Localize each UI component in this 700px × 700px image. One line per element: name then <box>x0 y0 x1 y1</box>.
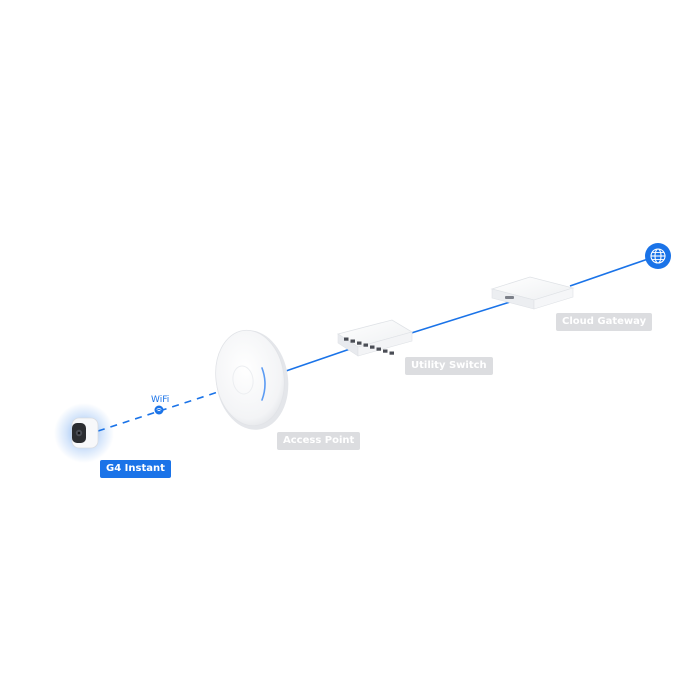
utility-switch-label[interactable]: Utility Switch <box>405 357 493 375</box>
cloud-gateway-label[interactable]: Cloud Gateway <box>556 313 653 331</box>
access-point-label[interactable]: Access Point <box>277 432 361 450</box>
cloud-gateway-device[interactable] <box>490 276 575 310</box>
wifi-icon <box>154 405 164 415</box>
link-switch-gateway <box>404 301 511 336</box>
gateway-port <box>505 296 514 299</box>
utility-switch-device[interactable] <box>337 319 414 357</box>
link-wifi-camera-ap <box>97 391 219 432</box>
switch-ports <box>344 337 394 355</box>
globe-icon[interactable] <box>645 243 671 269</box>
wifi-link-label: WiFi <box>151 395 170 405</box>
camera-label[interactable]: G4 Instant <box>100 460 171 478</box>
link-ap-switch <box>282 348 351 373</box>
link-gateway-internet <box>569 258 649 287</box>
access-point-device[interactable] <box>209 325 294 434</box>
camera-device[interactable] <box>54 403 114 463</box>
